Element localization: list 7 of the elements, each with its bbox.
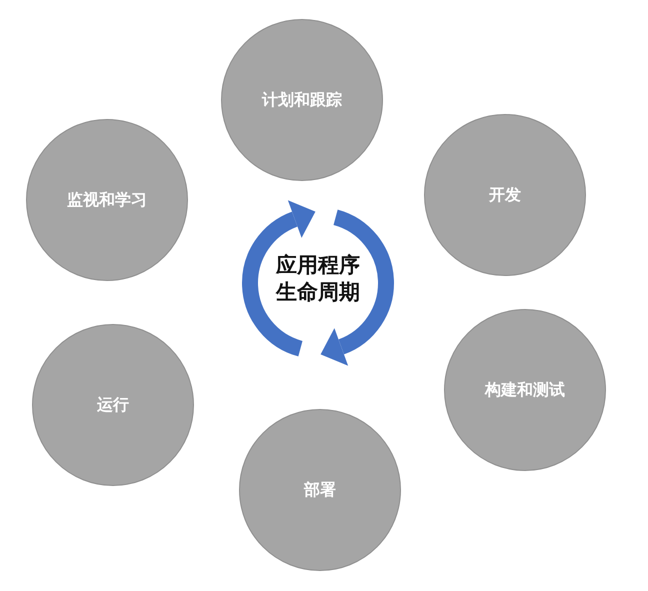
center-title: 应用程序生命周期: [274, 252, 361, 306]
stage-label: 构建和测试: [484, 380, 566, 400]
stage-label: 监视和学习: [66, 190, 148, 210]
stage-label: 计划和跟踪: [260, 90, 343, 110]
stage-label: 部署: [302, 480, 337, 500]
stage-label: 开发: [488, 184, 522, 206]
stage-label: 运行: [96, 394, 130, 416]
